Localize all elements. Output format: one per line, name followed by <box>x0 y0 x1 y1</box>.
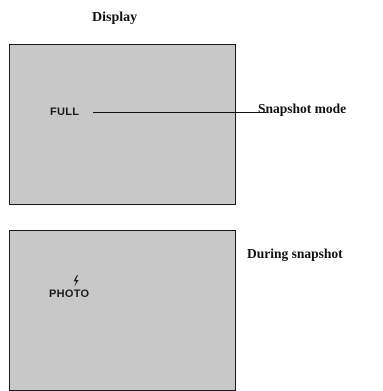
display-heading: Display <box>92 10 138 25</box>
flash-icon <box>73 275 79 287</box>
callout-leader-line <box>93 112 266 113</box>
display-screen-snapshot-mode: FULL <box>9 44 266 205</box>
osd-full-text: FULL <box>50 106 80 118</box>
snapshot-mode-label: Snapshot mode <box>258 101 347 116</box>
display-screen-during-snapshot: PHOTO <box>9 230 236 391</box>
osd-photo-text: PHOTO <box>49 288 90 300</box>
during-snapshot-label: During snapshot <box>247 246 343 261</box>
